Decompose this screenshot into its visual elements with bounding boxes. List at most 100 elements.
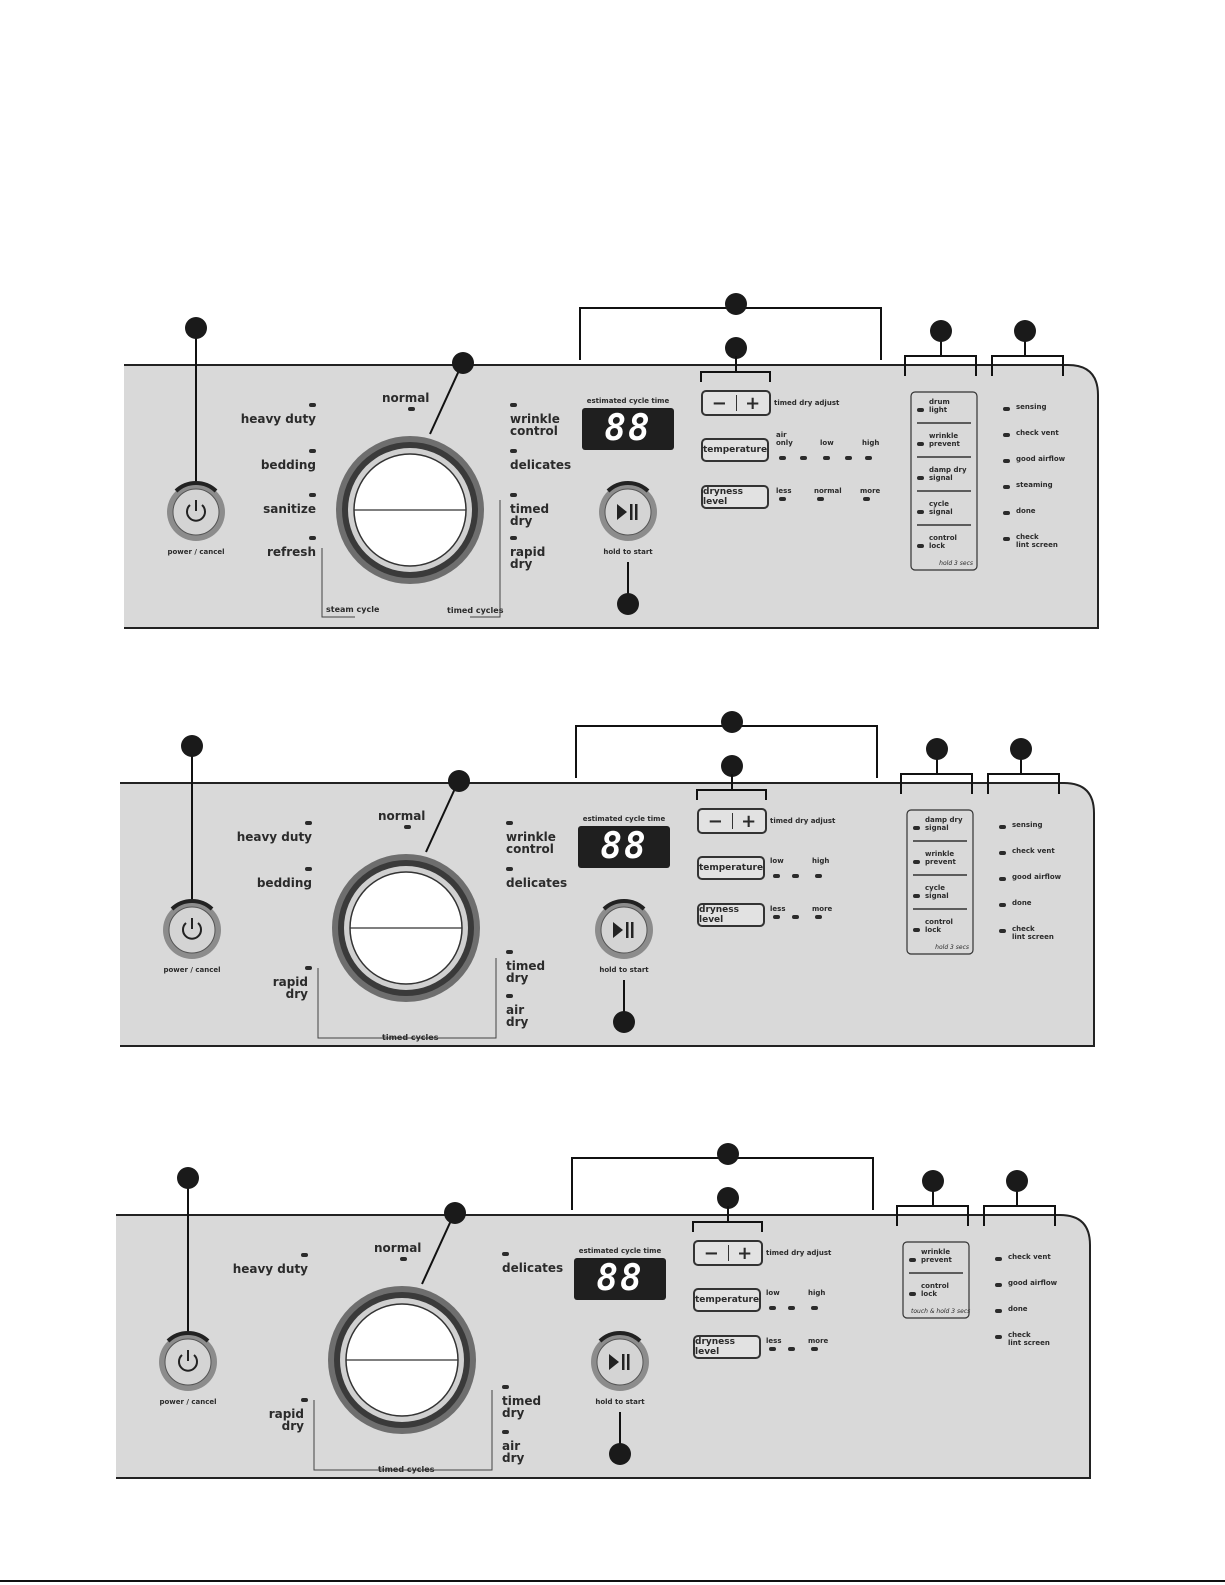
cycle-label: heavy duty <box>232 1262 308 1276</box>
dryness-level-label: less <box>770 905 786 913</box>
callout-marker <box>1006 1170 1028 1192</box>
status-led <box>999 903 1006 907</box>
callout-marker <box>1014 320 1036 342</box>
dryness-led <box>788 1347 795 1351</box>
dryness-level-button[interactable]: dryness level <box>701 485 769 509</box>
status-led <box>1003 537 1010 541</box>
cycle-led <box>510 536 517 540</box>
power-ring-accent <box>174 481 218 493</box>
status-label: check vent <box>1012 847 1055 855</box>
cycle-led <box>301 1398 308 1402</box>
option-button-label[interactable]: damp dry signal <box>925 816 963 832</box>
power-button <box>172 488 220 536</box>
dryness-led <box>769 1347 776 1351</box>
cycle-led <box>506 950 513 954</box>
temperature-level-label: low <box>820 439 834 447</box>
display-label: estimated cycle time <box>578 1247 662 1255</box>
cycle-label: air dry <box>502 1439 525 1465</box>
cycle-label: rapid dry <box>268 1407 304 1433</box>
callout-marker <box>181 735 203 757</box>
callout-leader <box>425 781 459 853</box>
dryness-led <box>773 915 780 919</box>
dryness-level-button[interactable]: dryness level <box>693 1335 761 1359</box>
callout-marker <box>609 1443 631 1465</box>
options-note: hold 3 secs <box>935 944 969 951</box>
status-led <box>1003 433 1010 437</box>
temperature-button[interactable]: temperature <box>697 856 765 880</box>
option-button-label[interactable]: wrinkle prevent <box>929 432 960 448</box>
dryness-level-label: more <box>860 487 881 495</box>
callout-marker <box>721 711 743 733</box>
cycle-led <box>502 1430 509 1434</box>
option-button-label[interactable]: wrinkle prevent <box>925 850 956 866</box>
option-button-label[interactable]: cycle signal <box>929 500 953 516</box>
dryness-led <box>863 497 870 501</box>
dryness-led <box>817 497 824 501</box>
plus-icon[interactable]: + <box>745 392 761 414</box>
option-button-label[interactable]: drum light <box>929 398 950 414</box>
minus-icon[interactable]: − <box>711 392 727 414</box>
power-cancel-label: power / cancel <box>167 548 225 556</box>
cycle-time-display <box>578 826 670 868</box>
timed-dry-adjust-label: timed dry adjust <box>774 399 840 407</box>
power-icon <box>178 1354 198 1372</box>
panel-artwork <box>116 1143 1091 1479</box>
timed-dry-adjust-buttons[interactable]: −+ <box>701 390 771 416</box>
cycle-led <box>305 867 312 871</box>
timed-dry-adjust-buttons[interactable]: −+ <box>693 1240 763 1266</box>
group-bracket <box>470 500 501 618</box>
option-button-label[interactable]: control lock <box>921 1282 949 1298</box>
option-button-label[interactable]: control lock <box>929 534 957 550</box>
option-button-label[interactable]: wrinkle prevent <box>921 1248 952 1264</box>
temperature-level-label: air only <box>776 431 793 447</box>
temperature-button[interactable]: temperature <box>693 1288 761 1312</box>
play-pause-icon <box>626 922 629 938</box>
cycle-label-normal: normal <box>382 391 430 405</box>
callout-marker <box>1010 738 1032 760</box>
status-led <box>1003 459 1010 463</box>
status-led <box>999 825 1006 829</box>
callout-marker <box>717 1143 739 1165</box>
power-icon <box>182 922 202 940</box>
option-button-label[interactable]: control lock <box>925 918 953 934</box>
minus-icon[interactable]: − <box>707 810 723 832</box>
status-label: check vent <box>1008 1253 1051 1261</box>
page-bottom-rule <box>0 1580 1225 1582</box>
steam-cycle-label: steam cycle <box>326 605 380 614</box>
cycle-led <box>510 493 517 497</box>
group-bracket <box>321 548 355 618</box>
timed-cycles-label: timed cycles <box>447 606 504 615</box>
display-label: estimated cycle time <box>586 397 670 405</box>
minus-icon[interactable]: − <box>703 1242 719 1264</box>
dryness-level-label: less <box>776 487 792 495</box>
cycle-led <box>309 536 316 540</box>
option-led <box>917 408 924 412</box>
temperature-button[interactable]: temperature <box>701 438 769 462</box>
dryness-level-button[interactable]: dryness level <box>697 903 765 927</box>
dryness-level-label: less <box>766 1337 782 1345</box>
dryness-level-label: more <box>808 1337 829 1345</box>
cycle-label-normal: normal <box>374 1241 422 1255</box>
plus-icon[interactable]: + <box>737 1242 753 1264</box>
plus-icon[interactable]: + <box>741 810 757 832</box>
play-pause-icon <box>630 504 633 520</box>
temperature-led <box>788 1306 795 1310</box>
status-label: check lint screen <box>1016 533 1058 549</box>
timed-dry-adjust-buttons[interactable]: −+ <box>697 808 767 834</box>
status-label: good airflow <box>1008 1279 1058 1287</box>
options-box <box>902 1241 970 1319</box>
callout-leader <box>421 1213 455 1285</box>
hold-to-start-label: hold to start <box>599 966 649 974</box>
cycle-label: refresh <box>266 545 316 559</box>
cycle-time-readout: 88 <box>604 408 652 449</box>
status-led <box>999 877 1006 881</box>
option-button-label[interactable]: damp dry signal <box>929 466 967 482</box>
panel-outline <box>124 364 1099 629</box>
option-button-label[interactable]: cycle signal <box>925 884 949 900</box>
temperature-led <box>815 874 822 878</box>
status-led <box>995 1335 1002 1339</box>
option-led <box>909 1258 916 1262</box>
dryness-led <box>792 915 799 919</box>
callout-marker <box>922 1170 944 1192</box>
